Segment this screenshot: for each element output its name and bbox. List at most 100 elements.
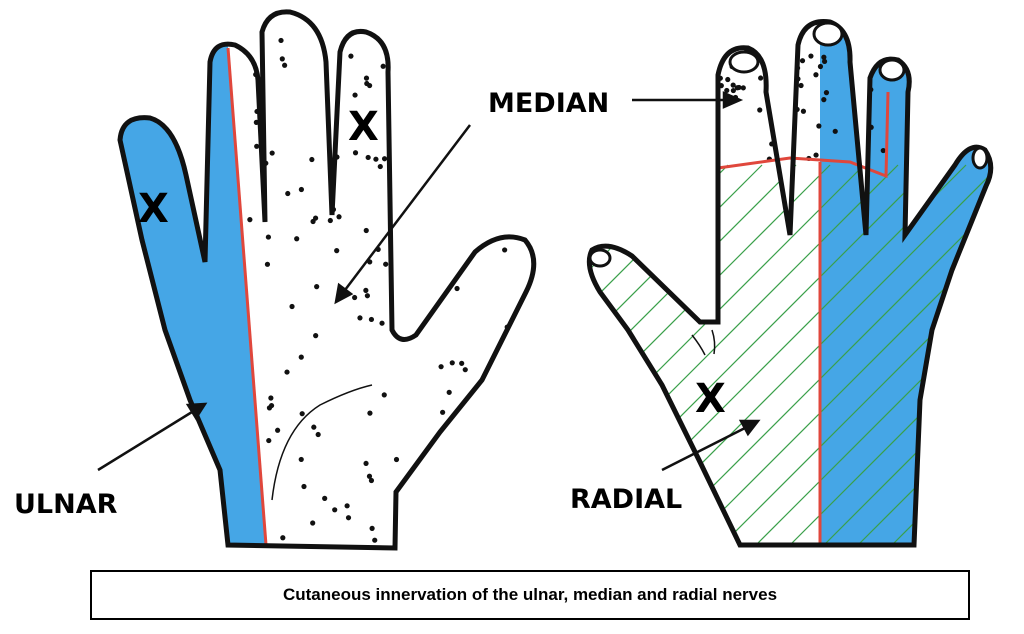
dot: [363, 227, 369, 234]
dot: [832, 128, 838, 134]
dot: [381, 392, 387, 398]
dot: [352, 92, 358, 98]
hatch-line: [721, 164, 991, 545]
dot: [363, 460, 369, 467]
dot: [821, 58, 828, 65]
dot: [429, 235, 435, 241]
dot: [880, 147, 886, 154]
dot: [432, 289, 438, 295]
dot: [368, 316, 375, 323]
dot: [408, 260, 415, 266]
dot: [282, 62, 288, 68]
dot: [344, 503, 350, 509]
dot: [724, 87, 730, 94]
dot: [252, 48, 258, 54]
dot: [432, 476, 438, 482]
dot: [420, 81, 427, 87]
hatch-line: [823, 164, 991, 545]
dot: [460, 432, 466, 438]
dot: [266, 437, 272, 444]
dot: [265, 234, 272, 240]
dot: [364, 293, 370, 299]
dot: [472, 394, 478, 401]
dot: [380, 63, 386, 69]
median-label: MEDIAN: [488, 88, 609, 119]
dot: [462, 367, 468, 373]
knuckle-lines: [691, 329, 716, 356]
dot: [525, 345, 531, 351]
dot: [471, 499, 477, 505]
dot: [459, 360, 465, 366]
ulnar-median-border: [226, 47, 268, 546]
dot: [289, 303, 295, 310]
dot: [725, 76, 731, 83]
dot: [508, 379, 514, 385]
dot: [484, 127, 490, 133]
dot: [798, 82, 804, 89]
dot: [379, 320, 385, 326]
dot: [491, 52, 497, 58]
dot: [861, 133, 867, 139]
dot: [348, 53, 354, 59]
dot: [377, 163, 383, 170]
dot: [268, 395, 274, 401]
dot: [313, 333, 319, 339]
dot: [438, 364, 444, 370]
x-mark-median: X: [348, 104, 379, 150]
dot: [431, 76, 437, 82]
dot: [821, 97, 827, 103]
dot: [310, 520, 316, 526]
dot: [279, 56, 285, 62]
dot: [757, 107, 763, 113]
dot: [264, 261, 271, 267]
ulnar-label: ULNAR: [14, 489, 118, 520]
dot: [758, 75, 764, 81]
dot: [268, 402, 275, 409]
dot: [357, 315, 363, 321]
dot: [730, 87, 736, 94]
dot: [275, 427, 281, 433]
dot: [345, 515, 352, 521]
dot: [312, 215, 319, 221]
dot: [332, 507, 338, 513]
dot: [399, 323, 406, 330]
dot: [363, 287, 369, 293]
dot: [334, 248, 340, 254]
dot: [483, 412, 489, 418]
dot: [523, 132, 529, 139]
dot: [368, 477, 375, 484]
dot: [298, 354, 304, 360]
dot: [372, 537, 378, 543]
dot: [457, 103, 463, 110]
dot: [247, 217, 253, 223]
dot: [329, 51, 336, 57]
dot: [528, 317, 534, 323]
dot: [413, 237, 419, 243]
x-mark-ulnar: X: [138, 186, 169, 232]
dot: [435, 179, 441, 185]
dot: [298, 456, 304, 463]
dot: [299, 411, 305, 417]
median-border-dorsal: [717, 91, 890, 179]
palm-crease: [271, 384, 373, 501]
dot: [366, 473, 373, 479]
hatch-line: [589, 164, 865, 545]
dot: [500, 401, 507, 408]
dot: [336, 214, 342, 220]
dot: [409, 524, 415, 530]
x-mark-radial: X: [695, 376, 726, 422]
dot: [294, 236, 300, 242]
dot: [285, 190, 291, 197]
dot: [393, 456, 400, 463]
dot: [298, 186, 304, 193]
dot: [393, 178, 400, 184]
dot: [284, 369, 290, 375]
dot: [363, 75, 370, 81]
dot: [381, 156, 388, 162]
dot: [254, 143, 260, 149]
dot: [799, 58, 806, 64]
dot: [437, 122, 443, 128]
hatch-line: [589, 164, 899, 545]
dot: [461, 504, 467, 510]
